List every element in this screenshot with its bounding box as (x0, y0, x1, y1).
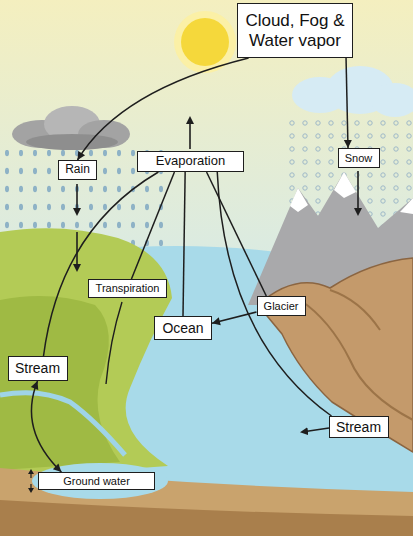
evaporation-arrow (189, 118, 191, 149)
grass-shade (0, 296, 120, 470)
hill-shading (300, 290, 413, 420)
cloud-puff (26, 134, 118, 150)
white-cloud (292, 66, 413, 117)
connector-line (44, 172, 159, 356)
rain-arrow (76, 184, 78, 214)
arrow-head (28, 469, 34, 493)
connector (31, 381, 62, 472)
arrow-head (212, 317, 221, 325)
label-box: Ground water (38, 472, 155, 490)
connector-line (207, 172, 267, 296)
box-label: Snow (345, 152, 373, 165)
label-box: Stream (8, 356, 68, 381)
box-label: Glacier (264, 300, 299, 313)
label-box: Evaporation (137, 151, 244, 172)
connector-line (131, 172, 174, 279)
arrow-head (344, 140, 352, 148)
box-label: Stream (336, 419, 381, 435)
transpiration-line (106, 302, 122, 384)
box-label: Cloud, Fog & Water vapor (244, 11, 346, 50)
box-label: Transpiration (96, 282, 160, 295)
arrow-head (78, 151, 86, 160)
label-box: Glacier (257, 296, 306, 316)
connector (344, 58, 352, 148)
rain-cloud (12, 106, 130, 150)
connector (44, 172, 159, 356)
connector (217, 172, 331, 416)
box-label: Ocean (162, 320, 203, 336)
box-label: Stream (15, 360, 60, 376)
arrow-head (31, 381, 38, 390)
arrow-head (53, 464, 62, 472)
label-box: Snow (338, 148, 380, 168)
land (0, 228, 172, 478)
connector (131, 172, 174, 279)
ground-water-pool (32, 463, 168, 499)
snow-arrow (357, 171, 359, 214)
connector (207, 172, 267, 296)
rocky-hills (258, 258, 413, 452)
box-label: Ground water (63, 475, 130, 488)
label-box: Cloud, Fog & Water vapor (237, 3, 353, 58)
ground-layer (0, 468, 413, 536)
stream-water (0, 393, 125, 455)
label-box: Transpiration (88, 279, 167, 298)
label-box: Rain (58, 160, 97, 180)
connector-line (346, 58, 348, 148)
snow-caps (290, 172, 413, 214)
stream-arrow (302, 428, 329, 432)
connector-line (31, 381, 61, 472)
cloud-puff (371, 83, 413, 117)
ground-deep (0, 500, 413, 536)
box-label: Rain (65, 163, 90, 177)
connector (78, 58, 249, 160)
label-box: Stream (329, 416, 389, 438)
connector (212, 312, 257, 325)
sun (181, 18, 229, 66)
connector-line (217, 172, 331, 416)
connector-line (183, 172, 185, 316)
connector (183, 172, 185, 316)
connector-line (78, 58, 249, 160)
box-label: Evaporation (156, 154, 225, 169)
label-box: Ocean (154, 316, 212, 340)
